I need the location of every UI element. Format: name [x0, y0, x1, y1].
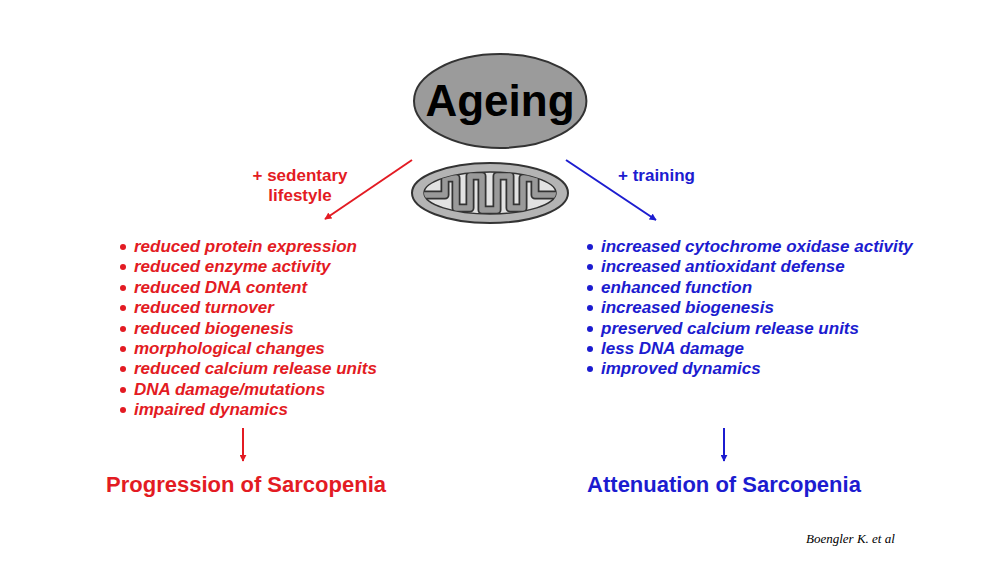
arrow-label-holder: + sedentary lifestyle	[235, 166, 365, 206]
label-row: reduced turnover	[120, 298, 274, 318]
list-item-holder: preserved calcium release units	[587, 319, 859, 339]
list-item-holder: enhanced function	[587, 278, 752, 298]
list-item-holder: less DNA damage	[587, 339, 744, 359]
list-item-holder: impaired dynamics	[120, 400, 288, 420]
list-item: increased cytochrome oxidase activity	[601, 237, 913, 257]
label-row: preserved calcium release units	[587, 319, 859, 339]
label-row: improved dynamics	[587, 359, 761, 379]
list-item: impaired dynamics	[134, 400, 288, 420]
list-item: reduced turnover	[134, 298, 274, 318]
bullet-dot	[120, 346, 126, 352]
bullet-dot	[587, 366, 593, 372]
list-item: enhanced function	[601, 278, 752, 298]
list-item: reduced calcium release units	[134, 359, 377, 379]
label-row: increased cytochrome oxidase activity	[587, 237, 913, 257]
bullet-dot	[120, 305, 126, 311]
list-item: DNA damage/mutations	[134, 380, 325, 400]
list-item-holder: increased biogenesis	[587, 298, 774, 318]
list-item-holder: reduced turnover	[120, 298, 274, 318]
bullet-dot	[120, 326, 126, 332]
list-item: preserved calcium release units	[601, 319, 859, 339]
bullet-dot	[120, 387, 126, 393]
arrow	[242, 428, 244, 461]
outcome-label: Attenuation of Sarcopenia	[587, 472, 861, 497]
citation-holder: Boengler K. et al	[806, 531, 895, 547]
list-item-holder: reduced enzyme activity	[120, 257, 331, 277]
bullet-dot	[587, 346, 593, 352]
label-row: less DNA damage	[587, 339, 744, 359]
list-item: less DNA damage	[601, 339, 744, 359]
list-item: reduced protein expression	[134, 237, 357, 257]
bullet-dot	[587, 305, 593, 311]
arrow	[723, 428, 725, 461]
label-row: reduced protein expression	[120, 237, 357, 257]
outcome-label-holder: Attenuation of Sarcopenia	[587, 472, 861, 497]
list-item: increased biogenesis	[601, 298, 774, 318]
mitochondrion-illustration	[412, 163, 568, 223]
bullet-dot	[120, 244, 126, 250]
bullet-dot	[587, 264, 593, 270]
outcome-label: Progression of Sarcopenia	[106, 472, 386, 497]
list-item-holder: increased antioxidant defense	[587, 257, 845, 277]
label-row: reduced calcium release units	[120, 359, 377, 379]
bullet-dot	[120, 285, 126, 291]
list-item: reduced biogenesis	[134, 319, 294, 339]
label-row: increased biogenesis	[587, 298, 774, 318]
ellipse-node: Ageing	[412, 52, 588, 150]
list-item-holder: reduced DNA content	[120, 278, 307, 298]
list-item: reduced enzyme activity	[134, 257, 331, 277]
bullet-dot	[587, 244, 593, 250]
label-row: reduced biogenesis	[120, 319, 294, 339]
list-item-holder: DNA damage/mutations	[120, 380, 325, 400]
bullet-dot	[587, 285, 593, 291]
label-row: reduced DNA content	[120, 278, 307, 298]
bullet-dot	[120, 407, 126, 413]
list-item-holder: improved dynamics	[587, 359, 761, 379]
label-row: morphological changes	[120, 339, 325, 359]
list-item-holder: increased cytochrome oxidase activity	[587, 237, 913, 257]
label-row: enhanced function	[587, 278, 752, 298]
list-item-holder: reduced protein expression	[120, 237, 357, 257]
list-item: increased antioxidant defense	[601, 257, 845, 277]
arrow-label-holder: + training	[618, 166, 695, 186]
label-row: reduced enzyme activity	[120, 257, 331, 277]
node-title: Ageing	[425, 77, 574, 125]
list-item: improved dynamics	[601, 359, 761, 379]
label-row: Progression of Sarcopenia	[106, 472, 386, 497]
label-row: Attenuation of Sarcopenia	[587, 472, 861, 497]
outcome-label-holder: Progression of Sarcopenia	[106, 472, 386, 497]
bullet-dot	[587, 326, 593, 332]
label-row: increased antioxidant defense	[587, 257, 845, 277]
arrow-label: + training	[618, 166, 695, 186]
label-row: + sedentary lifestyle	[235, 166, 365, 206]
label-row: Boengler K. et al	[806, 531, 895, 547]
label-row: impaired dynamics	[120, 400, 288, 420]
arrow-label: + sedentary lifestyle	[235, 166, 365, 206]
list-item-holder: morphological changes	[120, 339, 325, 359]
bullet-dot	[120, 264, 126, 270]
label-row: + training	[618, 166, 695, 186]
list-item-holder: reduced calcium release units	[120, 359, 377, 379]
label-row: DNA damage/mutations	[120, 380, 325, 400]
citation: Boengler K. et al	[806, 531, 895, 547]
list-item: morphological changes	[134, 339, 325, 359]
bullet-dot	[120, 366, 126, 372]
list-item-holder: reduced biogenesis	[120, 319, 294, 339]
list-item: reduced DNA content	[134, 278, 307, 298]
